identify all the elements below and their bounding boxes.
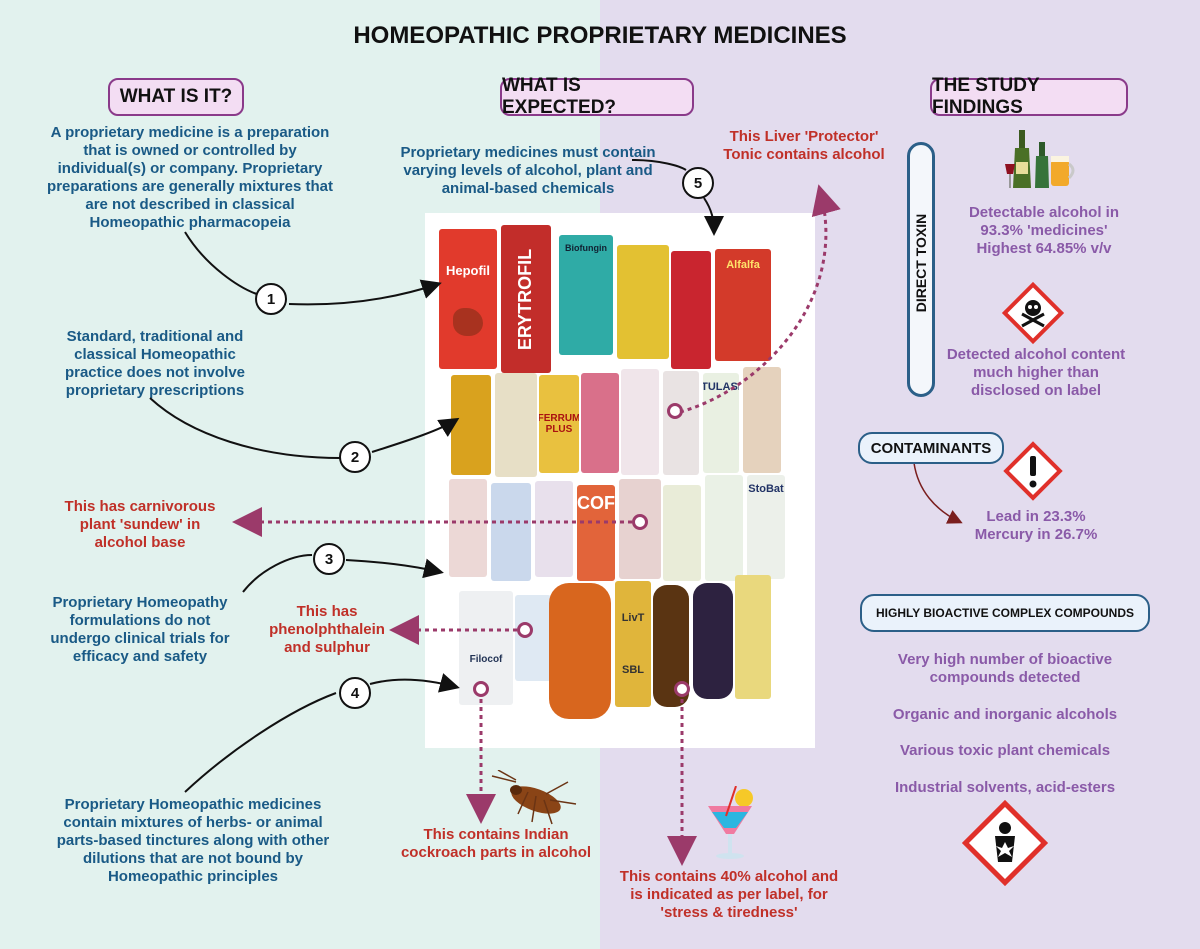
step-1-badge: 1 [255, 283, 287, 315]
products-photo: Hepofil ERYTROFIL Biofungin Alfalfa FERR… [425, 213, 815, 748]
product-filocof: Filocof [459, 591, 513, 705]
connector-2a [149, 397, 341, 459]
product-row2-e [621, 369, 659, 475]
product-stobat: StoBat [747, 475, 785, 579]
direct-toxin-label: DIRECT TOXIN [913, 213, 929, 313]
bottles-icon [1005, 130, 1075, 188]
header-study-findings: THE STUDY FINDINGS [930, 75, 1128, 118]
product-row2-d [581, 373, 619, 473]
product-lungs-b [491, 483, 531, 581]
marker-phenolphthalein [517, 622, 533, 638]
product-erytrofil: ERYTROFIL [501, 225, 551, 373]
connector-4a [184, 692, 337, 793]
contaminants-badge: CONTAMINANTS [858, 432, 1004, 464]
product-liver-tonic-box [663, 371, 699, 475]
bioactive-header: HIGHLY BIOACTIVE COMPLEX COMPOUNDS [860, 594, 1150, 632]
step-2-badge: 2 [339, 441, 371, 473]
liver-tonic-text: This Liver 'Protector' Tonic contains al… [723, 128, 885, 163]
lead-mercury-text: Lead in 23.3% Mercury in 26.7% [974, 508, 1098, 543]
page-title: HOMEOPATHIC PROPRIETARY MEDICINES [353, 22, 847, 49]
expected-text: Proprietary medicines must contain varyi… [400, 144, 656, 197]
direct-toxin-bar [907, 142, 935, 397]
product-cof: COF [577, 485, 615, 581]
product-mother-child [617, 245, 669, 359]
bioactive-item-1: Very high number of bioactive compounds … [897, 651, 1113, 686]
product-tonic-bottle-b [693, 583, 733, 699]
marker-cockroach [473, 681, 489, 697]
product-ferrocit [671, 251, 711, 369]
traditional-text: Standard, traditional and classical Home… [64, 328, 246, 399]
connector-3b [345, 558, 444, 579]
marker-alcohol-40 [674, 681, 690, 697]
health-hazard-icon [962, 800, 1048, 886]
bioactive-item-3: Various toxic plant chemicals [899, 742, 1111, 759]
phenolphthalein-text: This has phenolphthalein and sulphur [269, 603, 385, 656]
clinical-trials-text: Proprietary Homeopathy formulations do n… [50, 594, 230, 665]
connector-1a [184, 231, 264, 297]
alcohol-detect-text: Detectable alcohol in 93.3% 'medicines' … [968, 204, 1120, 257]
connector-2b [371, 417, 460, 453]
product-phenol-box [515, 595, 551, 681]
exclamation-hazard-icon [1003, 441, 1063, 501]
marker-sundew [632, 514, 648, 530]
cockroach-icon [491, 770, 577, 825]
dotted-liver-tonic [679, 184, 841, 414]
header-what-is-expected: WHAT IS EXPECTED? [500, 75, 694, 118]
product-livt: LivT SBL [615, 581, 651, 707]
definition-text: A proprietary medicine is a preparation … [47, 124, 333, 231]
product-lungs-a [449, 479, 487, 577]
connector-4b [369, 673, 460, 693]
product-syrup-bottle [549, 583, 611, 719]
skull-crossbones-icon [1001, 281, 1065, 345]
product-row3-f [663, 485, 701, 581]
step-3-badge: 3 [313, 543, 345, 575]
step-5-badge: 5 [682, 167, 714, 199]
connector-1b [288, 279, 442, 306]
product-ferrum-plus: FERRUM PLUS [539, 375, 579, 473]
product-row2-b [495, 373, 537, 477]
product-alfalfa: Alfalfa [715, 249, 771, 361]
cocktail-icon [708, 786, 753, 859]
bioactive-item-4: Industrial solvents, acid-esters [894, 779, 1116, 796]
product-biofungin: Biofungin [559, 235, 613, 355]
mixtures-text: Proprietary Homeopathic medicines contai… [56, 796, 330, 885]
step-4-badge: 4 [339, 677, 371, 709]
product-row2-h [743, 367, 781, 473]
connector-contaminants [913, 462, 963, 524]
header-what-is-it: WHAT IS IT? [108, 78, 244, 116]
alcohol-40-text: This contains 40% alcohol and is indicat… [619, 868, 839, 921]
product-row3-g [705, 475, 743, 581]
product-row4-g [735, 575, 771, 699]
cockroach-text: This contains Indian cockroach parts in … [400, 826, 592, 861]
sundew-text: This has carnivorous plant 'sundew' in a… [64, 498, 216, 551]
product-hepofil: Hepofil [439, 229, 497, 369]
connector-5b [703, 197, 724, 236]
connector-5a [631, 159, 687, 171]
connector-3a [242, 554, 313, 593]
product-row3-c [535, 481, 573, 577]
alcohol-label-text: Detected alcohol content much higher tha… [946, 346, 1126, 399]
bioactive-item-2: Organic and inorganic alcohols [892, 706, 1118, 723]
